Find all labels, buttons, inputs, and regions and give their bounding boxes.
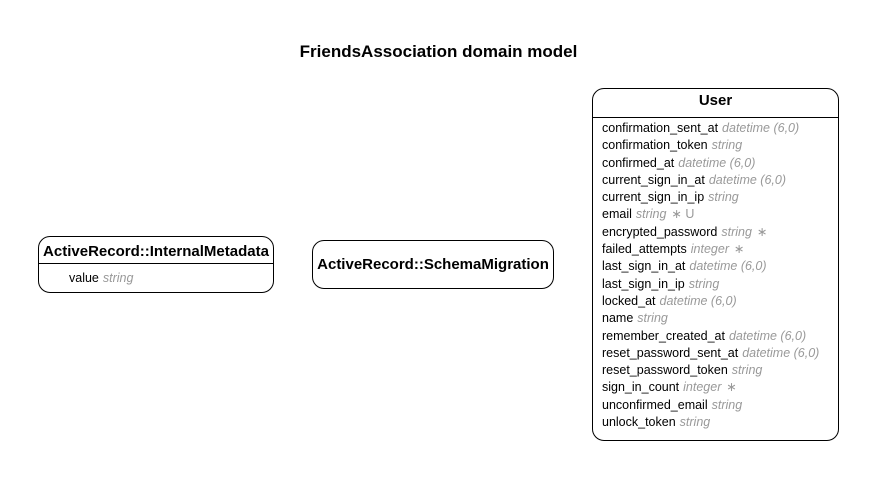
attribute-type: datetime (6,0) xyxy=(728,328,807,343)
attribute-name: reset_password_sent_at xyxy=(602,345,739,360)
attribute-name: name xyxy=(602,311,634,326)
attribute-flags: ∗ xyxy=(756,224,768,239)
attribute-type: datetime (6,0) xyxy=(659,293,737,308)
attribute-type: string xyxy=(711,397,743,412)
entity-divider xyxy=(39,263,273,264)
attribute-name: last_sign_in_ip xyxy=(602,276,685,291)
attribute-name: failed_attempts xyxy=(602,242,687,257)
attribute-type: string xyxy=(102,271,134,285)
attribute-type: integer xyxy=(683,380,722,395)
attribute-type: integer xyxy=(690,242,730,257)
entity-schema-migration: ActiveRecord::SchemaMigration xyxy=(312,240,554,289)
attribute-type: datetime (6,0) xyxy=(742,345,820,360)
attribute-type: datetime (6,0) xyxy=(722,121,800,135)
attribute-name: remember_created_at xyxy=(602,328,725,343)
attribute-type: string xyxy=(635,207,667,222)
entity-name: ActiveRecord::SchemaMigration xyxy=(317,256,549,273)
attribute-type: string xyxy=(679,415,711,430)
attribute-type: string xyxy=(711,138,743,153)
attribute-name: encrypted_password xyxy=(602,224,718,239)
attribute-name: confirmation_sent_at xyxy=(602,121,719,135)
attribute-type: string xyxy=(688,276,720,291)
entity-name: ActiveRecord::InternalMetadata xyxy=(43,243,269,260)
attribute-name: locked_at xyxy=(602,293,656,308)
attribute-name: unlock_token xyxy=(602,415,676,430)
attribute-flags: ∗ xyxy=(726,380,737,395)
attribute-name: value xyxy=(69,271,99,285)
attribute-type: datetime (6,0) xyxy=(689,259,767,274)
attribute-name: last_sign_in_at xyxy=(602,259,686,274)
diagram-title: FriendsAssociation domain model xyxy=(299,42,578,61)
attribute-type: string xyxy=(637,311,668,326)
attribute-name: email xyxy=(602,207,632,222)
entity-name: User xyxy=(698,92,733,109)
attribute-name: confirmed_at xyxy=(602,155,675,170)
attribute-type: string xyxy=(731,363,763,378)
entity-divider xyxy=(593,117,838,118)
attribute-type: string xyxy=(708,190,739,205)
attribute-type: datetime (6,0) xyxy=(678,155,756,170)
attribute-flags: ∗ xyxy=(734,242,745,257)
attribute-name: unconfirmed_email xyxy=(602,397,708,412)
attribute-name: confirmation_token xyxy=(602,138,708,153)
attribute-name: current_sign_in_ip xyxy=(602,190,705,205)
attribute-type: datetime (6,0) xyxy=(708,172,786,187)
attribute-flags: ∗ U xyxy=(671,207,695,222)
attribute-name: reset_password_token xyxy=(602,363,728,378)
attribute-name: sign_in_count xyxy=(602,380,680,395)
attribute-name: current_sign_in_at xyxy=(602,172,705,187)
attribute-type: string xyxy=(721,224,752,239)
